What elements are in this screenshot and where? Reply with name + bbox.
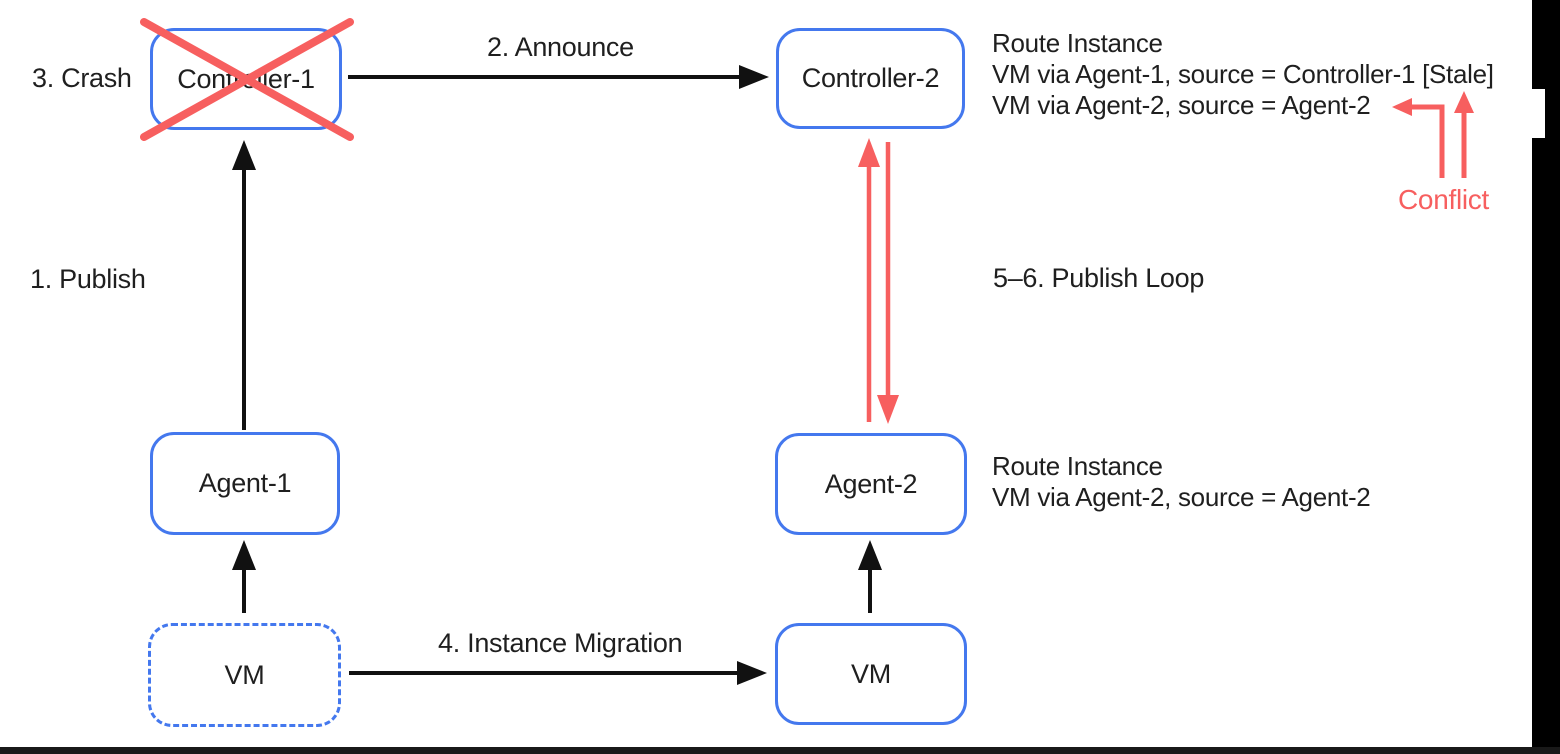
step-1-publish-label: 1. Publish <box>30 264 146 294</box>
step-5-6-publish-loop-label: 5–6. Publish Loop <box>993 263 1205 293</box>
vm-to-agent1-arrowhead-icon <box>232 540 256 570</box>
controller2-route-table: Route Instance VM via Agent-1, source = … <box>992 28 1494 121</box>
step-3-crash-label: 3. Crash <box>32 63 132 93</box>
node-controller-2: Controller-2 <box>776 28 965 129</box>
agent2-route-title: Route Instance <box>992 451 1163 481</box>
node-controller-1-label: Controller-1 <box>177 63 315 94</box>
node-controller-1: Controller-1 <box>150 28 342 130</box>
agent2-route-table: Route Instance VM via Agent-2, source = … <box>992 451 1371 513</box>
node-controller-2-label: Controller-2 <box>801 63 940 93</box>
node-agent-1: Agent-1 <box>150 432 340 535</box>
frame-bottom-dark-strip <box>0 747 1560 754</box>
vm-to-agent2-arrowhead-icon <box>858 540 882 570</box>
node-vm-target-label: VM <box>851 658 891 689</box>
controller2-route-stale-entry: VM via Agent-1, source = Controller-1 [S… <box>992 59 1494 89</box>
node-agent-1-label: Agent-1 <box>198 468 292 498</box>
controller2-route-agent2-entry: VM via Agent-2, source = Agent-2 <box>992 90 1371 120</box>
publish-loop-down-arrowhead-icon <box>877 395 899 424</box>
node-vm-source: VM <box>148 623 341 727</box>
node-agent-2-label: Agent-2 <box>824 468 918 499</box>
step-4-migration-label: 4. Instance Migration <box>438 628 683 658</box>
controller2-route-title: Route Instance <box>992 28 1163 58</box>
announce-arrowhead-icon <box>739 65 769 89</box>
node-vm-source-label: VM <box>224 659 265 690</box>
agent2-route-entry: VM via Agent-2, source = Agent-2 <box>992 482 1371 512</box>
publish-arrowhead-icon <box>232 140 256 170</box>
node-vm-target: VM <box>775 623 967 725</box>
publish-loop-up-arrowhead-icon <box>858 138 880 167</box>
conflict-label: Conflict <box>1398 184 1489 215</box>
migration-arrowhead-icon <box>737 661 767 685</box>
node-agent-2: Agent-2 <box>775 433 967 535</box>
frame-right-white-notch <box>1532 89 1545 138</box>
step-2-announce-label: 2. Announce <box>487 32 634 62</box>
